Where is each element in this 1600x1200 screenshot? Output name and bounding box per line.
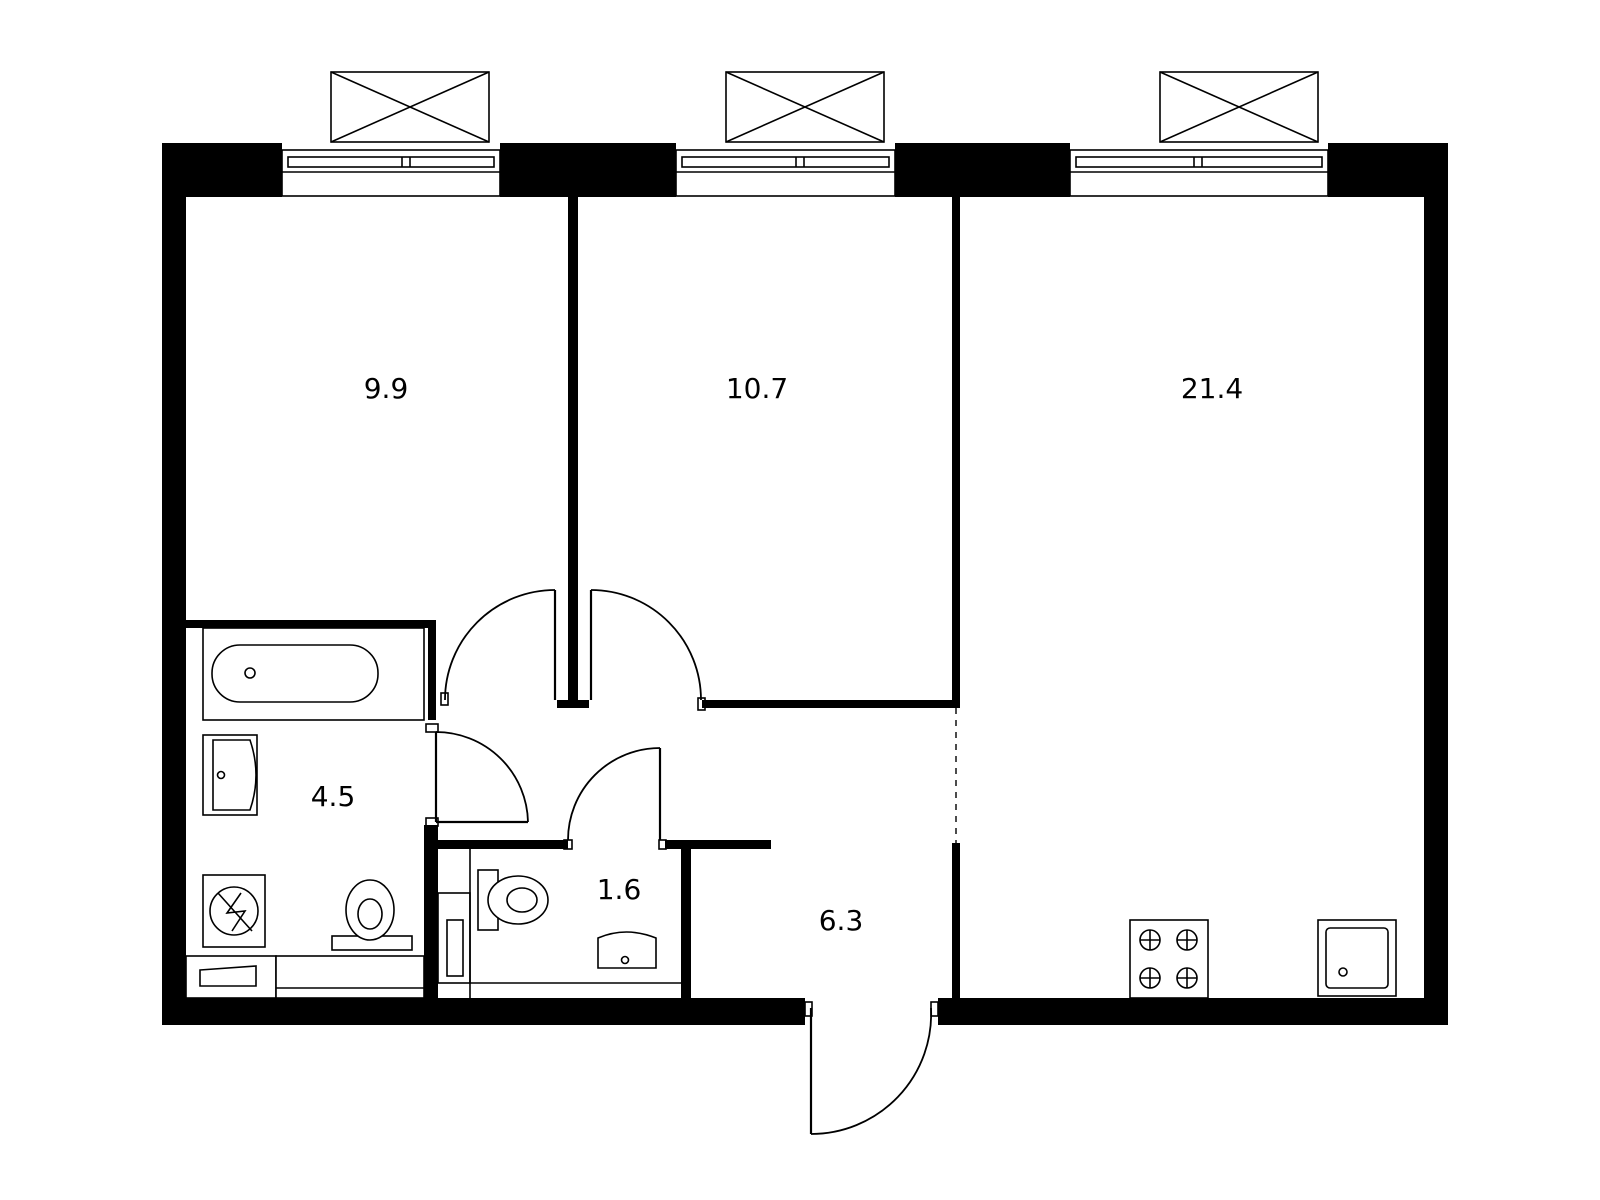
kitchen-sink-icon [1317,919,1397,997]
room-area-label: 9.9 [364,372,409,405]
room-area-label: 6.3 [819,904,864,937]
window-icon [281,149,501,197]
outer-walls [162,143,1448,1025]
bathtub-icon [202,627,425,721]
interior-walls [186,197,960,1000]
bathroom-counter [185,955,425,999]
washing-machine-icon [202,874,266,948]
room-area-label: 10.7 [726,372,788,405]
shelf-icon [437,849,681,998]
door-icon[interactable] [440,589,557,706]
room-area-label: 21.4 [1181,372,1243,405]
toilet-icon [477,869,549,931]
balcony-icon [330,71,490,143]
door-icon[interactable] [425,723,529,827]
sink-icon [597,931,657,969]
room-area-label: 1.6 [597,873,642,906]
balcony-icon [725,71,885,143]
balcony-icon [1159,71,1319,143]
stove-icon [1129,919,1209,999]
toilet-icon [331,879,413,951]
sink-icon [202,734,258,816]
door-icon[interactable] [589,589,706,711]
door-icon[interactable] [563,747,667,850]
window-icon [1069,149,1329,197]
room-area-label: 4.5 [311,780,356,813]
door-icon[interactable] [804,1001,939,1135]
window-icon [675,149,896,197]
